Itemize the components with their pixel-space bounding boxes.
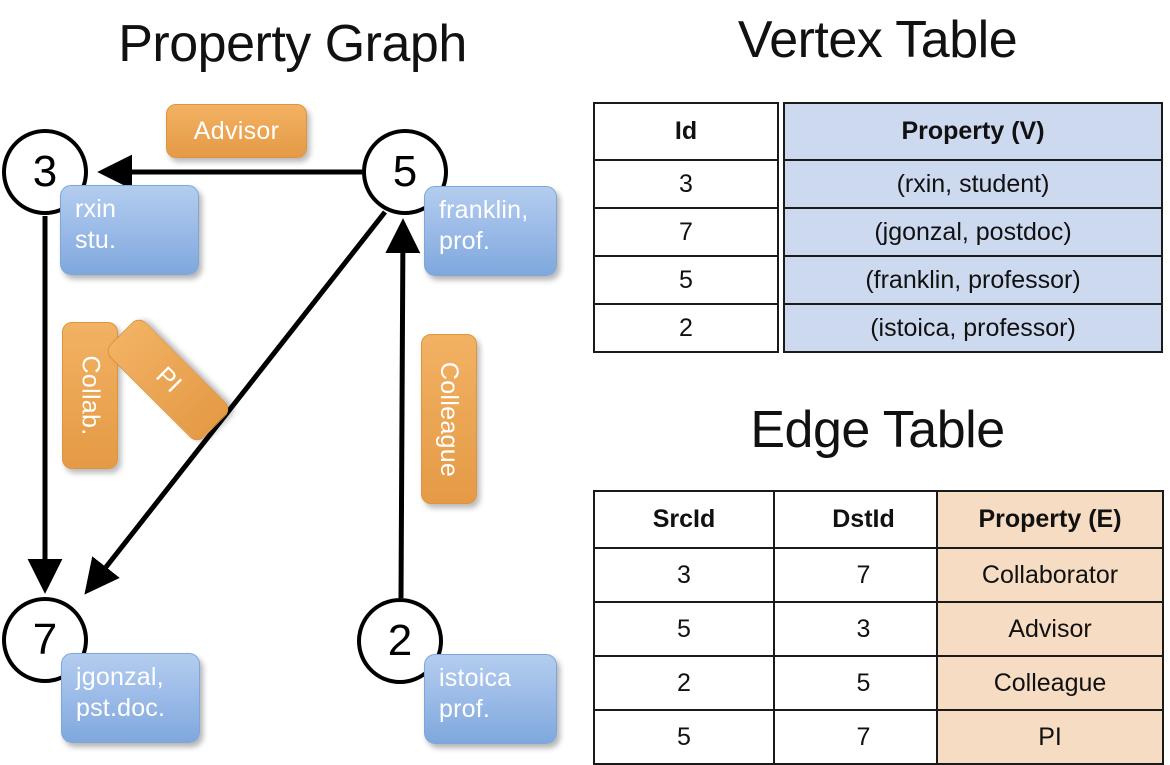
edge-label-pi-text: PI (149, 361, 187, 399)
page-title-vertex-table: Vertex Table (737, 11, 1018, 69)
vertex-header-property: Property (V) (783, 102, 1163, 161)
table-header-row: SrcId DstId (593, 490, 954, 549)
table-row: 3 7 (593, 547, 954, 603)
vertex-cell-id: 7 (593, 207, 779, 257)
edge-header-property: Property (E) (936, 490, 1164, 549)
table-row: PI (936, 709, 1164, 765)
vertex-table-id-column: Id 3 7 5 2 (593, 102, 779, 353)
vertex-table-property-column: Property (V) (rxin, student) (jgonzal, p… (783, 102, 1163, 353)
table-row: Advisor (936, 601, 1164, 657)
node-property-box-jgonzal: jgonzal,pst.doc. (61, 653, 200, 743)
edge-header-srcid: SrcId (593, 490, 775, 549)
edge-header-dstid: DstId (773, 490, 954, 549)
vertex-cell-id: 2 (593, 303, 779, 353)
edge-cell-dstid: 7 (773, 547, 954, 603)
table-row: 3 (593, 159, 779, 209)
table-row: (franklin, professor) (783, 255, 1163, 305)
edge-label-advisor: Advisor (166, 104, 307, 158)
table-row: Collaborator (936, 547, 1164, 603)
edge-table-property-column: Property (E) Collaborator Advisor Collea… (936, 490, 1164, 765)
table-row: (istoica, professor) (783, 303, 1163, 353)
edge-2-to-5-colleague (385, 218, 421, 599)
edge-cell-dstid: 3 (773, 601, 954, 657)
edge-label-collab-text: Collab. (76, 355, 105, 436)
table-header-row: Property (E) (936, 490, 1164, 549)
vertex-cell-property: (rxin, student) (783, 159, 1163, 209)
edge-cell-srcid: 2 (593, 655, 775, 711)
vertex-cell-property: (franklin, professor) (783, 255, 1163, 305)
table-row: 7 (593, 207, 779, 257)
table-row: 5 7 (593, 709, 954, 765)
graph-node-2[interactable]: 2 (357, 598, 443, 684)
page-title-edge-table: Edge Table (750, 401, 1005, 459)
graph-node-5[interactable]: 5 (362, 129, 448, 215)
edge-cell-property: Colleague (936, 655, 1164, 711)
vertex-cell-id: 5 (593, 255, 779, 305)
edge-cell-srcid: 3 (593, 547, 775, 603)
table-row: (rxin, student) (783, 159, 1163, 209)
vertex-cell-property: (jgonzal, postdoc) (783, 207, 1163, 257)
edge-cell-dstid: 7 (773, 709, 954, 765)
table-row: 2 (593, 303, 779, 353)
table-row: 2 5 (593, 655, 954, 711)
node-property-box-franklin: franklin,prof. (424, 186, 557, 276)
edge-cell-property: Collaborator (936, 547, 1164, 603)
page-title-property-graph: Property Graph (118, 15, 467, 73)
edge-5-to-7-pi (84, 210, 387, 595)
edge-cell-dstid: 5 (773, 655, 954, 711)
table-row: Colleague (936, 655, 1164, 711)
graph-edges-svg (27, 154, 421, 599)
table-header-row: Id (593, 102, 779, 161)
edge-label-colleague: Colleague (421, 334, 477, 504)
table-header-row: Property (V) (783, 102, 1163, 161)
vertex-header-id: Id (593, 102, 779, 161)
vertex-cell-property: (istoica, professor) (783, 303, 1163, 353)
edge-cell-srcid: 5 (593, 601, 775, 657)
edge-cell-property: Advisor (936, 601, 1164, 657)
table-row: 5 3 (593, 601, 954, 657)
edge-cell-property: PI (936, 709, 1164, 765)
edge-label-colleague-text: Colleague (435, 361, 464, 477)
edge-cell-srcid: 5 (593, 709, 775, 765)
vertex-cell-id: 3 (593, 159, 779, 209)
edge-table-id-columns: SrcId DstId 3 7 5 3 2 5 5 7 (593, 490, 954, 765)
table-row: 5 (593, 255, 779, 305)
table-row: (jgonzal, postdoc) (783, 207, 1163, 257)
